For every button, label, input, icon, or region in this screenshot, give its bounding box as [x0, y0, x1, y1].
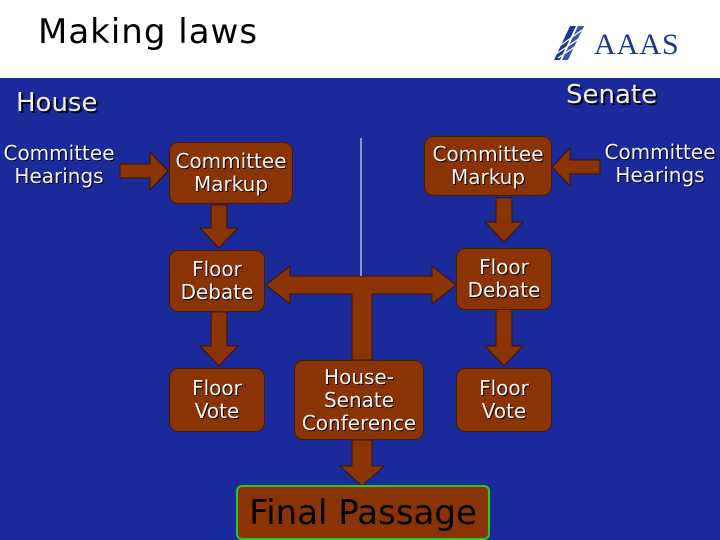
- aaas-logo: AAAS: [552, 24, 679, 64]
- final-passage: Final Passage: [236, 485, 490, 540]
- senate-committee-hearings: Committee Hearings: [604, 140, 716, 187]
- aaas-logo-mark-icon: [553, 26, 589, 60]
- house-committee-hearings: Committee Hearings: [3, 141, 115, 188]
- house-floor-vote: Floor Vote: [169, 368, 265, 432]
- house-label: House: [16, 88, 98, 118]
- house-senate-conference: House-Senate Conference: [294, 360, 424, 440]
- page-title: Making laws: [38, 12, 259, 52]
- house-committee-markup: Committee Markup: [169, 142, 293, 204]
- house-floor-debate: Floor Debate: [169, 250, 265, 312]
- senate-committee-markup: Committee Markup: [424, 136, 552, 196]
- aaas-logo-text: AAAS: [594, 28, 680, 61]
- senate-floor-vote: Floor Vote: [456, 368, 552, 432]
- senate-floor-debate: Floor Debate: [456, 248, 552, 310]
- senate-label: Senate: [566, 80, 658, 110]
- header: Making laws AAAS: [0, 0, 720, 78]
